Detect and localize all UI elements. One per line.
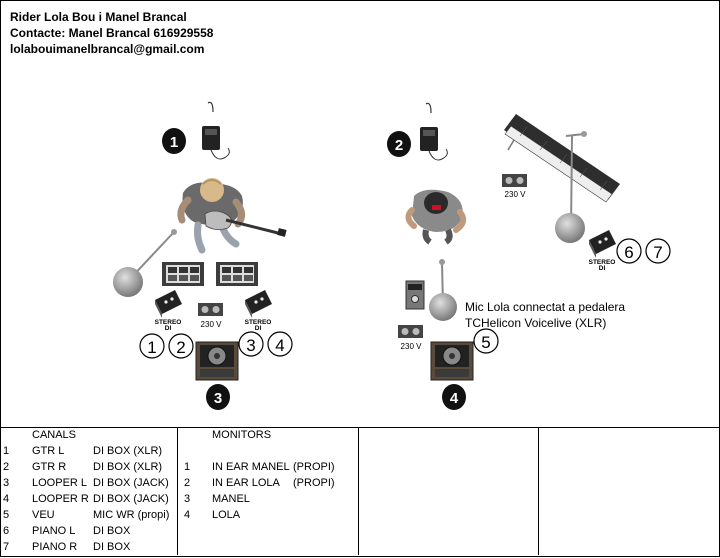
- position-badge: 3: [206, 384, 230, 410]
- channel-source: MIC WR (propi): [93, 509, 170, 521]
- channel-name: PIANO R: [32, 541, 78, 553]
- power-outlet-icon: 230 V: [198, 303, 223, 329]
- channel-name: GTR L: [32, 445, 65, 457]
- power-outlet-icon: 230 V: [398, 325, 423, 351]
- channel-marker: 2: [168, 333, 194, 359]
- channel-number: 7: [3, 541, 10, 553]
- svg-text:2: 2: [395, 137, 403, 154]
- svg-text:7: 7: [653, 243, 662, 262]
- svg-text:230 V: 230 V: [401, 342, 423, 351]
- looper-pedal-icon: [162, 262, 204, 286]
- svg-text:4: 4: [275, 336, 284, 355]
- svg-text:230 V: 230 V: [505, 190, 527, 199]
- contact-line: Contacte: Manel Brancal 616929558: [10, 26, 214, 40]
- channel-marker: 5: [473, 328, 499, 354]
- channel-number: 2: [3, 461, 10, 473]
- table-divider: [358, 427, 359, 555]
- input-list-table: [0, 427, 720, 558]
- stereo-di-box-icon: STEREO DI: [245, 290, 272, 332]
- channel-name: VEU: [32, 509, 55, 521]
- svg-text:DI: DI: [255, 325, 262, 332]
- channels-header: CANALS: [32, 429, 77, 441]
- channel-source: DI BOX (JACK): [93, 493, 169, 505]
- rider-title: Rider Lola Bou i Manel Brancal: [10, 10, 187, 24]
- channel-source: DI BOX: [93, 525, 131, 537]
- monitors-header: MONITORS: [212, 429, 272, 441]
- svg-text:4: 4: [450, 390, 459, 407]
- channel-marker: 6: [616, 238, 642, 264]
- channel-name: GTR R: [32, 461, 67, 473]
- channel-source: DI BOX: [93, 541, 131, 553]
- channel-number: 6: [3, 525, 10, 537]
- svg-text:2: 2: [176, 338, 185, 357]
- keyboard-piano-icon: [504, 114, 620, 203]
- channel-marker: 3: [238, 331, 264, 357]
- monitor-name: MANEL: [212, 493, 250, 505]
- channel-marker: 4: [267, 331, 293, 357]
- svg-text:1: 1: [147, 338, 156, 357]
- wedge-monitor-icon: [430, 341, 474, 381]
- stereo-di-box-icon: STEREO DI: [155, 290, 182, 332]
- channel-number: 4: [3, 493, 10, 505]
- mic-stand-icon: [555, 131, 587, 243]
- svg-text:DI: DI: [165, 325, 172, 332]
- position-badge: 1: [162, 128, 186, 154]
- table-divider: [177, 427, 178, 555]
- svg-text:5: 5: [481, 333, 490, 352]
- svg-text:DI: DI: [599, 265, 606, 272]
- stereo-di-box-icon: STEREO DI: [589, 230, 616, 272]
- channel-source: DI BOX (JACK): [93, 477, 169, 489]
- monitor-number: 4: [184, 509, 191, 521]
- contact-email: lolabouimanelbrancal@gmail.com: [10, 42, 205, 56]
- svg-text:6: 6: [624, 243, 633, 262]
- svg-text:3: 3: [214, 390, 222, 407]
- monitor-name: IN EAR LOLA: [212, 477, 280, 489]
- monitor-note: (PROPI): [293, 477, 335, 489]
- mic-note-line1: Mic Lola connectat a pedalera: [465, 300, 626, 314]
- mic-note-line2: TCHelicon Voicelive (XLR): [465, 316, 607, 330]
- monitor-number: 1: [184, 461, 191, 473]
- svg-text:3: 3: [246, 336, 255, 355]
- channel-marker: 1: [139, 333, 165, 359]
- channel-source: DI BOX (XLR): [93, 461, 163, 473]
- position-badge: 4: [442, 384, 466, 410]
- looper-pedal-icon: [216, 262, 258, 286]
- mic-stand-icon: [429, 259, 457, 321]
- channel-source: DI BOX (XLR): [93, 445, 163, 457]
- channel-name: LOOPER L: [32, 477, 88, 489]
- mic-stand-icon: [113, 229, 177, 297]
- channel-number: 1: [3, 445, 10, 457]
- stage-plot: 1 STEREO DI: [113, 101, 671, 410]
- svg-text:STEREO: STEREO: [245, 319, 272, 326]
- monitor-number: 3: [184, 493, 191, 505]
- svg-text:1: 1: [170, 134, 178, 151]
- monitor-number: 2: [184, 477, 191, 489]
- wireless-beltpack-icon: [202, 101, 230, 160]
- monitor-name: LOLA: [212, 509, 241, 521]
- svg-text:230 V: 230 V: [201, 320, 223, 329]
- position-badge: 2: [387, 131, 411, 157]
- monitor-name: IN EAR MANEL: [212, 461, 290, 473]
- svg-text:STEREO: STEREO: [589, 259, 616, 266]
- wireless-beltpack-icon: [420, 102, 448, 161]
- channel-marker: 7: [645, 238, 671, 264]
- singer-figure: [405, 189, 467, 245]
- guitarist-figure: [177, 178, 287, 254]
- channel-name: LOOPER R: [32, 493, 89, 505]
- channel-name: PIANO L: [32, 525, 76, 537]
- power-outlet-icon: 230 V: [502, 174, 527, 199]
- table-divider: [538, 427, 539, 555]
- channel-number: 5: [3, 509, 10, 521]
- vocal-pedal-icon: [405, 280, 425, 310]
- svg-text:STEREO: STEREO: [155, 319, 182, 326]
- channel-number: 3: [3, 477, 10, 489]
- wedge-monitor-icon: [195, 341, 239, 381]
- monitor-note: (PROPI): [293, 461, 335, 473]
